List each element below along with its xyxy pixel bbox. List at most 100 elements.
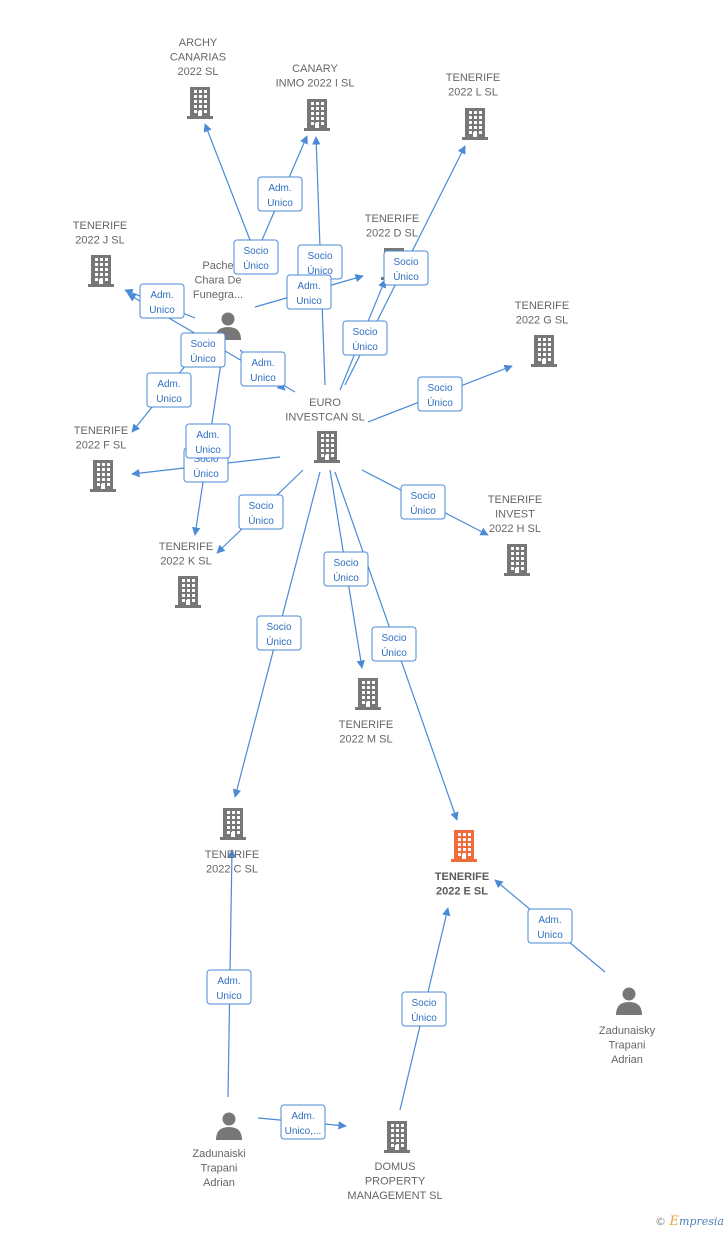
node-label-line: TENERIFE [339, 719, 393, 731]
edge-label-e22[interactable]: Adm.Unico,... [280, 1104, 326, 1140]
edge-label-e21[interactable]: Adm.Unico [206, 969, 252, 1005]
edge-label-e6[interactable]: Adm.Unico [286, 274, 332, 310]
building-icon [384, 1121, 410, 1153]
node-tm[interactable]: TENERIFE 2022 M SL [339, 678, 393, 746]
edge-label-box [286, 274, 332, 310]
edge-label-box [371, 626, 417, 662]
node-label-line: TENERIFE [515, 300, 569, 312]
edge-label-box [400, 484, 446, 520]
edge-label-box [417, 376, 463, 412]
edge-label-text: Socio [333, 558, 358, 569]
empresia-watermark[interactable]: © Empresia [655, 1214, 724, 1229]
node-label-line: 2022 J SL [75, 235, 125, 247]
building-icon [355, 678, 381, 710]
edge-label-text: Único [393, 270, 419, 283]
edge-label-text: Único [190, 352, 216, 365]
edge-label-text: Socio [427, 383, 452, 394]
node-label-line: Trapani [201, 1163, 238, 1175]
edge-label-text: Unico,... [285, 1126, 322, 1137]
copyright-symbol: © [655, 1215, 667, 1228]
edge-label-e9[interactable]: Adm.Unico [146, 372, 192, 408]
building-icon [531, 335, 557, 367]
node-label-line: CANARIAS [170, 52, 226, 64]
node-label-line: TENERIFE [73, 220, 127, 232]
edge-label-box [180, 332, 226, 368]
edge-label-text: Unico [216, 991, 242, 1002]
edge-label-text: Unico [195, 445, 221, 456]
edge-label-box [206, 969, 252, 1005]
building-icon [504, 544, 530, 576]
node-label-line: INMO 2022 I SL [276, 78, 355, 90]
edge-label-e19[interactable]: Adm.Unico [527, 908, 573, 944]
building-icon [88, 255, 114, 287]
node-label-line: 2022 K SL [160, 556, 211, 568]
node-label-line: Adrian [203, 1177, 235, 1189]
edge-label-text: Único [411, 1011, 437, 1024]
node-label-line: Trapani [609, 1040, 646, 1052]
building-icon [187, 87, 213, 119]
node-label-line: TENERIFE [488, 494, 542, 506]
edge-label-text: Socio [248, 501, 273, 512]
edge-label-text: Socio [381, 633, 406, 644]
edge-label-text: Único [307, 264, 333, 277]
node-label-line: TENERIFE [435, 871, 489, 883]
edge-label-text: Socio [352, 327, 377, 338]
edge-label-text: Adm. [196, 430, 219, 441]
edge-label-text: Único [266, 635, 292, 648]
node-label-line: CANARY [292, 63, 338, 75]
edge-label-text: Único [193, 467, 219, 480]
node-label-line: TENERIFE [446, 72, 500, 84]
edge-label-e10[interactable]: Adm.Unico [240, 351, 286, 387]
edge-label-box [256, 615, 302, 651]
edge-labels: Adm.UnicoSocioÚnicoSocioÚnicoSocioÚnicoA… [139, 176, 573, 1140]
node-label-line: PROPERTY [365, 1176, 426, 1188]
edge-label-text: Socio [193, 454, 218, 465]
edge-label-text: Socio [243, 246, 268, 257]
edge-label-text: Unico [250, 373, 276, 384]
edge-label-box [527, 908, 573, 944]
edge-label-e1[interactable]: Adm.Unico [257, 176, 303, 212]
edge-label-e5[interactable]: Adm.Unico [139, 283, 185, 319]
edge-label-box [342, 320, 388, 356]
brand-initial: E [669, 1214, 680, 1229]
node-tj[interactable]: TENERIFE 2022 J SL [73, 220, 127, 287]
edge-label-text: Único [352, 340, 378, 353]
edge-label-text: Único [243, 259, 269, 272]
person-icon [616, 987, 642, 1015]
edge-label-box [185, 423, 231, 459]
node-label-line: Pache [202, 260, 233, 272]
node-canary[interactable]: CANARY INMO 2022 I SL [276, 63, 355, 131]
building-icon [220, 808, 246, 840]
edge-label-text: Adm. [538, 915, 561, 926]
edge-label-text: Único [248, 514, 274, 527]
edge-label-e12[interactable]: Adm. Unico [185, 423, 231, 459]
node-label-line: 2022 M SL [339, 734, 392, 746]
node-label-line: DOMUS [375, 1161, 416, 1173]
